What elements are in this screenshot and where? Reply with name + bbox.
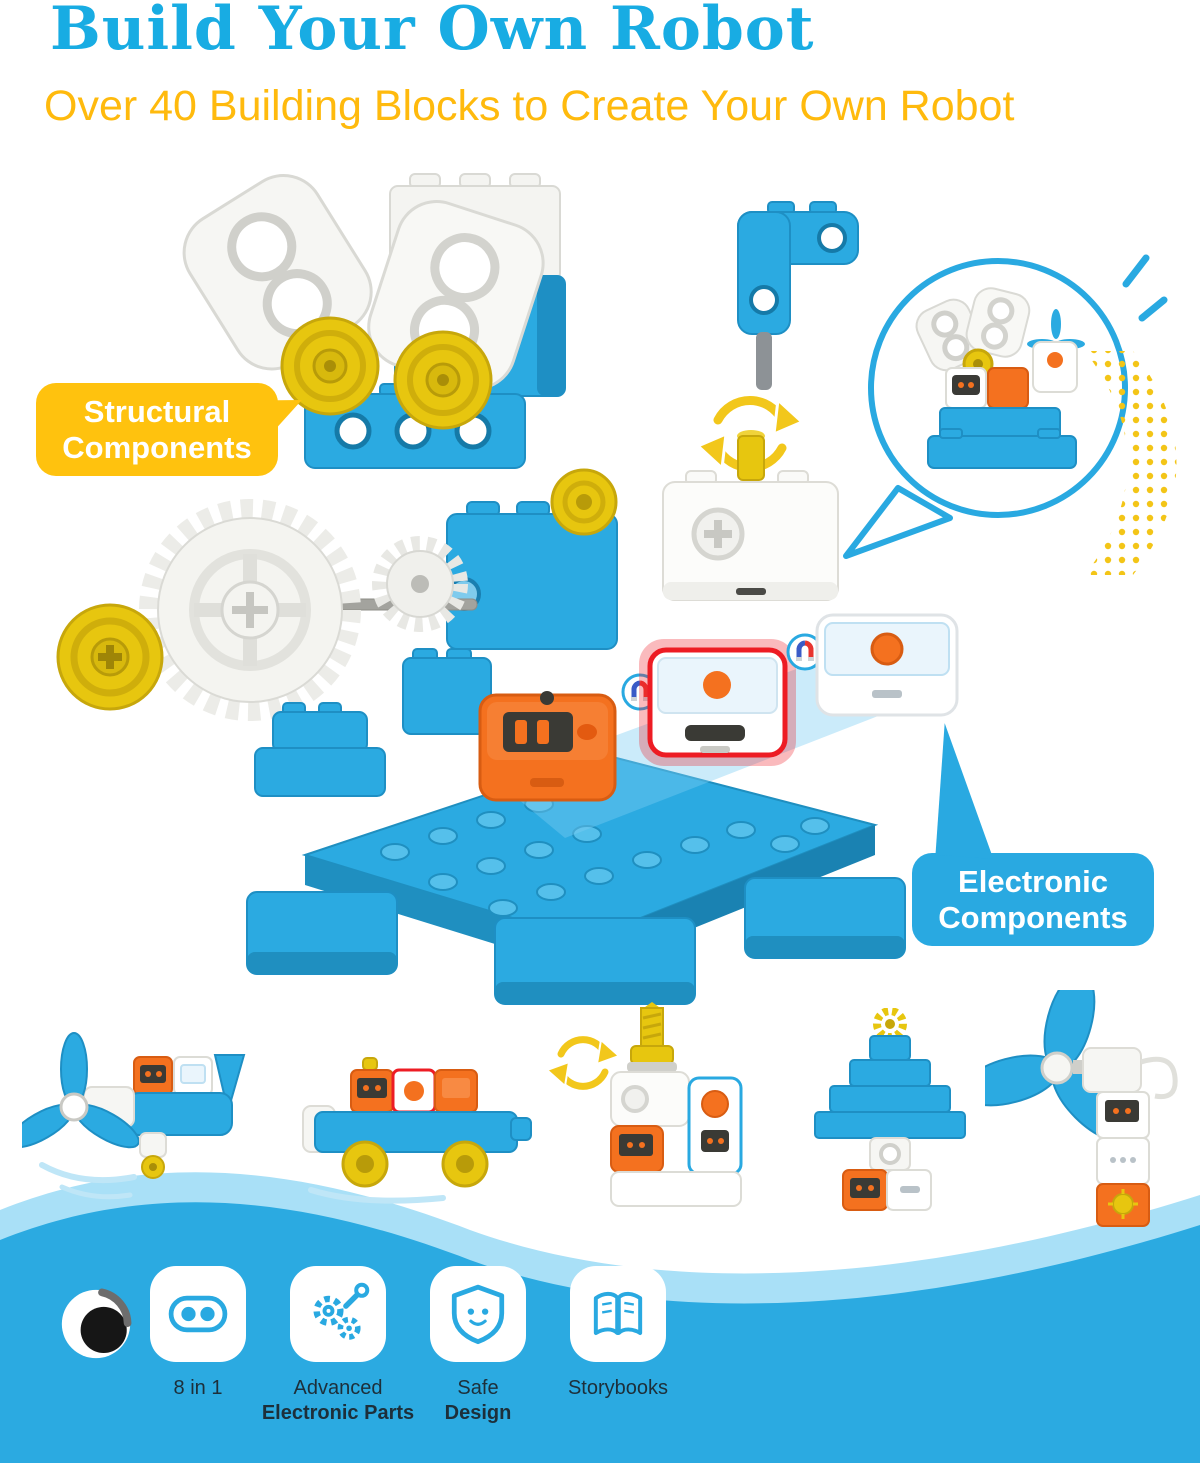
robot-tree-model [814, 1008, 966, 1211]
mini-robot [915, 287, 1085, 469]
feature-storybooks: Storybooks [540, 1266, 696, 1401]
feature-label: Advanced Electronic Parts [261, 1377, 415, 1424]
feature-label: 8 in 1 [173, 1377, 223, 1399]
page-subtitle: Over 40 Building Blocks to Create Your O… [44, 82, 1015, 130]
deck-studs [380, 795, 830, 917]
callout-line: Components [938, 899, 1128, 935]
callout-line: Electronic [958, 864, 1108, 899]
sparkle-strokes [1122, 254, 1168, 322]
electronic-cube-orange [478, 691, 617, 802]
magnet-icon [786, 633, 824, 671]
robot-preview-bubble [843, 254, 1168, 559]
feature-advanced-electronics: Advanced Electronic Parts [260, 1266, 416, 1426]
feature-label: Storybooks [567, 1377, 669, 1399]
shield-face-icon [430, 1266, 526, 1362]
robot-car-model [302, 1057, 532, 1204]
gear-axle-illustration [56, 468, 618, 721]
callout-line: Structural [83, 394, 231, 429]
feature-safe-design: Safe Design [400, 1266, 556, 1426]
structural-components-callout: Structural Components [36, 383, 278, 477]
electronic-cube-white [815, 613, 959, 717]
rotate-arrows-icon [545, 1033, 621, 1093]
feature-8-in-1: 8 in 1 [120, 1266, 276, 1401]
robot-drill-model [545, 1002, 743, 1207]
feature-label: Safe Design [444, 1377, 512, 1424]
structural-blocks-illustration [182, 173, 566, 469]
halftone-dots-decoration [1085, 351, 1177, 575]
eye-logo [55, 1283, 137, 1365]
gears-wrench-icon [290, 1266, 386, 1362]
electronic-components-callout: Electronic Components [912, 853, 1154, 947]
electronic-cube-red-highlight [639, 639, 796, 766]
storybook-icon [570, 1266, 666, 1362]
yellow-wheel [393, 330, 493, 430]
goggles-icon [150, 1266, 246, 1362]
robot-plane-model [22, 1032, 246, 1200]
motor-assembly-illustration [662, 201, 859, 601]
callout-line: Components [62, 429, 252, 465]
yellow-wheel [280, 316, 380, 416]
platform-electronics-illustration [246, 613, 959, 1005]
page-title: Build Your Own Robot [50, 0, 815, 64]
robot-fan-model [985, 990, 1178, 1227]
